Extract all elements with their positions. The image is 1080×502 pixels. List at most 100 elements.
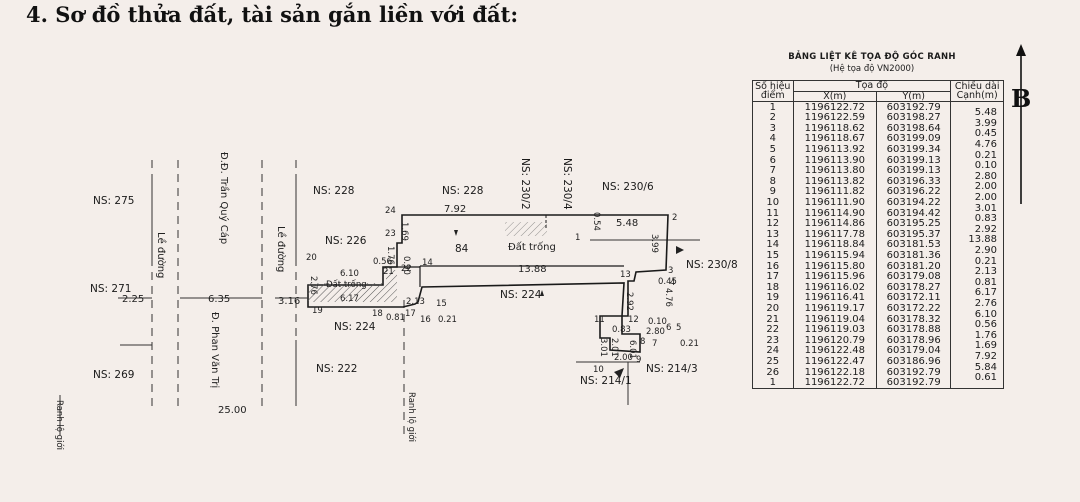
- cell-len: 2.13: [950, 266, 1004, 278]
- cell-len: 2.90: [950, 245, 1004, 257]
- dim-6-35: 6.35: [208, 294, 230, 305]
- cell-len: 2.00: [950, 181, 1004, 193]
- road-edge-right: Lề đường: [275, 226, 287, 272]
- dim-6-17: 6.17: [340, 294, 359, 304]
- cell-x: 1196113.80: [793, 165, 878, 177]
- dim-4-76: 4.76: [663, 288, 673, 307]
- cell-y: 603199.09: [876, 133, 952, 145]
- dim-0-56: 0.56: [373, 257, 392, 267]
- road-boundary-lines: [151, 160, 405, 440]
- neighbor-ns228-left: NS: 228: [313, 185, 354, 197]
- cell-y: 603198.64: [876, 123, 952, 134]
- cell-x: 1196119.17: [793, 303, 878, 315]
- point-7: 7: [652, 339, 657, 349]
- cell-y: 603181.20: [876, 261, 952, 272]
- dim-3-16: 3.16: [278, 296, 300, 307]
- cell-len: 1.76: [950, 330, 1004, 341]
- neighbor-ns2302: NS: 230/2: [519, 158, 531, 210]
- cell-x: 1196111.90: [793, 197, 878, 209]
- cell-y: 603199.13: [876, 165, 952, 177]
- cell-p: 8: [752, 176, 794, 187]
- cell-p: 23: [752, 335, 794, 346]
- cell-p: 26: [752, 367, 794, 378]
- cell-x: 1196117.78: [793, 229, 878, 240]
- cell-p: 24: [752, 345, 794, 357]
- cell-p: 6: [752, 155, 794, 166]
- point-4: 4: [670, 278, 675, 288]
- dim-0-45: 0.45: [658, 277, 677, 287]
- cell-y: 603178.32: [876, 314, 952, 325]
- cell-len: 0.56: [950, 319, 1004, 331]
- cell-len: 0.45: [950, 128, 1004, 140]
- cell-x: 1196114.86: [793, 218, 878, 230]
- dim-0-83: 0.83: [612, 325, 631, 335]
- dim-2-13: 2.13: [406, 297, 425, 307]
- dim-2-00: 2.00: [614, 353, 633, 363]
- cell-len: 0.83: [950, 213, 1004, 225]
- point-19: 19: [312, 306, 323, 316]
- cell-p: 14: [752, 239, 794, 251]
- cell-y: 603172.11: [876, 292, 952, 304]
- row-boundary-right: Ranh lộ giới: [406, 392, 417, 442]
- dim-0-81: 0.81: [386, 313, 405, 323]
- neighbor-ns224-center: NS: 224: [500, 289, 542, 301]
- dim-6-10: 6.10: [340, 269, 359, 279]
- cell-len: 3.99: [950, 118, 1004, 129]
- cell-len: 5.84: [950, 362, 1004, 373]
- road-edge-left: Lề đường: [155, 232, 167, 278]
- cell-len: [950, 96, 1004, 108]
- cell-p: 5: [752, 144, 794, 156]
- dim-0-21-a: 0.21: [438, 315, 457, 325]
- table-title: BẢNG LIỆT KÊ TỌA ĐỘ GÓC RANH: [788, 52, 956, 62]
- hatched-small-area: [505, 222, 547, 236]
- cell-y: 603172.22: [876, 303, 952, 315]
- dim-0-54: 0.54: [591, 212, 601, 231]
- cell-p: 7: [752, 165, 794, 177]
- cell-x: 1196116.02: [793, 282, 878, 293]
- cell-x: 1196118.67: [793, 133, 878, 145]
- cell-len: 6.17: [950, 287, 1004, 299]
- col-point-header: Số hiệu điểm: [752, 79, 794, 103]
- cell-p: 17: [752, 271, 794, 283]
- cell-p: 10: [752, 197, 794, 209]
- cell-x: 1196122.47: [793, 356, 878, 368]
- point-23: 23: [385, 229, 396, 239]
- north-arrow-icon: [1016, 44, 1026, 204]
- dim-1-69: 1.69: [399, 222, 409, 241]
- cell-y: 603196.22: [876, 186, 952, 198]
- cell-len: 13.88: [950, 234, 1004, 246]
- cell-p: 1: [752, 378, 794, 390]
- cell-y: 603178.27: [876, 282, 952, 293]
- point-16: 16: [420, 315, 431, 325]
- cell-x: 1196120.79: [793, 335, 878, 346]
- cell-x: 1196122.48: [793, 345, 878, 357]
- cell-x: 1196118.84: [793, 239, 878, 251]
- cell-p: 15: [752, 250, 794, 262]
- cell-x: 1196116.41: [793, 292, 878, 304]
- cell-x: 1196119.03: [793, 324, 878, 336]
- cell-len: 2.76: [950, 298, 1004, 310]
- col-coord-header: Tọa độ: [792, 80, 952, 92]
- cell-len: 0.10: [950, 160, 1004, 172]
- cell-y: 603178.96: [876, 335, 952, 346]
- point-22: 22: [401, 264, 412, 274]
- cell-len: 2.00: [950, 192, 1004, 204]
- cell-p: 16: [752, 261, 794, 272]
- neighbor-ns224-left: NS: 224: [334, 321, 376, 333]
- point-14: 14: [422, 258, 433, 268]
- dim-7-92: 7.92: [444, 204, 466, 215]
- col-x-header: X(m): [792, 90, 878, 103]
- cell-x: 1196122.59: [793, 112, 878, 124]
- neighbor-ns2308: NS: 230/8: [686, 259, 738, 271]
- neighbor-ns2141: NS: 214/1: [580, 375, 632, 387]
- point-11: 11: [594, 315, 605, 325]
